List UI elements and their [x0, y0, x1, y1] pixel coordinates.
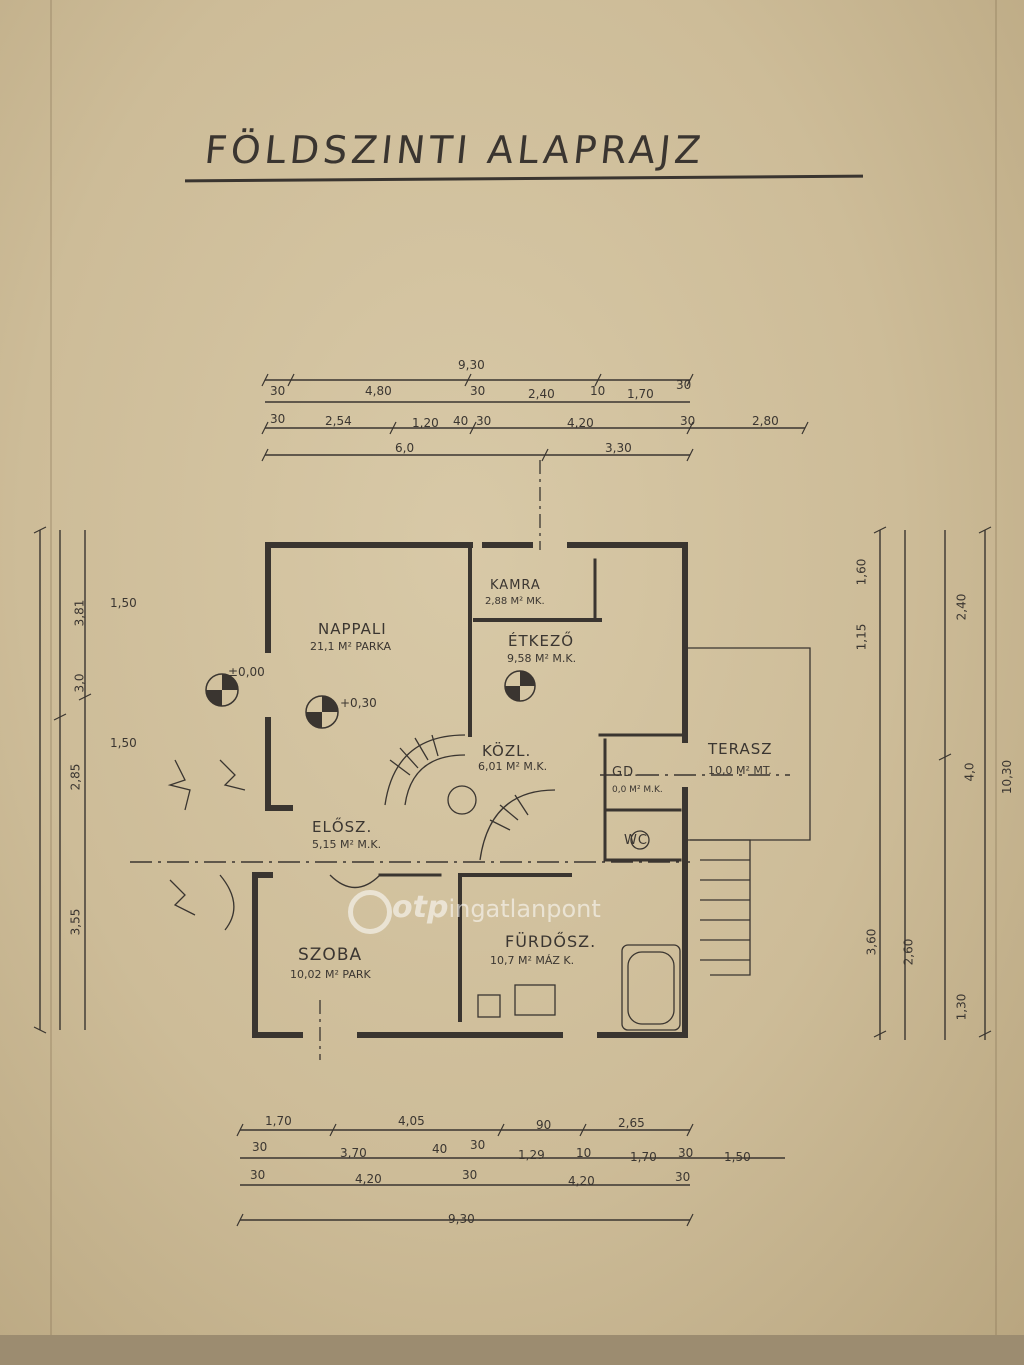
dim-label: 30 — [470, 1138, 486, 1152]
room-name-entry: ELŐSZ. — [312, 818, 373, 836]
dim-label: 1,60 — [854, 558, 869, 586]
dim-label: 1,29 — [518, 1148, 545, 1162]
room-area-pantry: 2,88 M² MK. — [485, 596, 545, 607]
room-name-pantry: KAMRA — [490, 578, 541, 593]
dim-label: 3,0 — [72, 673, 87, 693]
level-label-left: ±0,00 — [228, 665, 265, 679]
room-area-storage: 0,0 M² M.K. — [612, 785, 663, 795]
dim-label: 30 — [470, 384, 486, 398]
paper-fold-line — [50, 0, 52, 1365]
room-area-bedroom: 10,02 M² PARK — [290, 968, 371, 981]
dim-label: 4,0 — [962, 762, 977, 782]
dim-label: 1,15 — [854, 623, 869, 651]
dim-label: 3,55 — [68, 908, 83, 936]
dim-top-overall: 9,30 — [458, 358, 485, 372]
dim-label: 2,60 — [901, 938, 916, 966]
room-area-terrace: 10,0 M² MT. — [708, 764, 772, 777]
room-name-dining: ÉTKEZŐ — [508, 632, 575, 650]
otp-logo-icon — [348, 890, 392, 934]
dim-label: 4,20 — [567, 416, 594, 430]
dim-label: 30 — [462, 1168, 478, 1182]
dim-label: 4,05 — [398, 1114, 425, 1128]
room-area-bathroom: 10,7 M² MÁZ K. — [490, 954, 575, 967]
dim-label: 1,70 — [630, 1150, 657, 1164]
dim-label: 30 — [270, 384, 286, 398]
dim-bottom-overall: 9,30 — [448, 1212, 475, 1226]
room-name-wc: WC — [624, 833, 648, 848]
dim-label: 30 — [476, 414, 492, 428]
dim-label: 40 — [432, 1142, 448, 1156]
dim-label: 2,40 — [954, 593, 969, 621]
dim-label: 3,30 — [605, 441, 632, 455]
dim-label: 30 — [675, 1170, 691, 1184]
level-marker-right — [305, 695, 339, 729]
dim-label: 3,70 — [340, 1146, 367, 1160]
room-area-hall: 6,01 M² M.K. — [478, 760, 548, 773]
dim-label: 2,40 — [528, 387, 555, 401]
dim-label: 4,20 — [568, 1174, 595, 1188]
dim-label: 2,80 — [752, 414, 779, 428]
dim-label: 30 — [678, 1146, 694, 1160]
dim-label: 30 — [250, 1168, 266, 1182]
room-area-living: 21,1 M² PARKA — [310, 640, 392, 653]
dim-label: 30 — [676, 378, 692, 392]
room-area-entry: 5,15 M² M.K. — [312, 838, 382, 851]
room-name-bedroom: SZOBA — [298, 945, 363, 965]
watermark-brand: otp — [392, 890, 449, 925]
dim-label: 2,54 — [325, 414, 352, 428]
watermark-text: ingatlanpont — [448, 895, 601, 923]
room-name-storage: GD. — [612, 765, 640, 780]
level-marker-left — [205, 673, 239, 707]
dim-label: 1,50 — [110, 596, 137, 610]
dim-label: 3,60 — [864, 928, 879, 956]
room-name-terrace: TERASZ — [708, 740, 773, 758]
dim-label: 1,50 — [110, 736, 137, 750]
dim-label: 30 — [270, 412, 286, 426]
dim-label: 1,70 — [627, 387, 654, 401]
watermark: otpingatlanpont — [392, 890, 601, 925]
dim-label: 40 — [453, 414, 469, 428]
dim-label: 90 — [536, 1118, 552, 1132]
paper-fold-line — [995, 0, 997, 1365]
dim-label: 1,50 — [724, 1150, 751, 1164]
dim-label: 6,0 — [395, 441, 415, 455]
dim-label: 2,65 — [618, 1116, 645, 1130]
dim-label: 10,30 — [1000, 759, 1015, 795]
dim-label: 3,81 — [72, 599, 87, 627]
room-area-dining: 9,58 M² M.K. — [507, 652, 577, 665]
level-marker-dining — [504, 670, 536, 702]
dim-label: 10 — [576, 1146, 592, 1160]
dim-label: 1,20 — [412, 416, 439, 430]
dim-label: 1,30 — [954, 993, 969, 1021]
dim-label: 1,70 — [265, 1114, 292, 1128]
room-name-living: NAPPALI — [318, 620, 387, 638]
dim-label: 2,85 — [68, 763, 83, 791]
paper-edge — [0, 1335, 1024, 1365]
dim-label: 4,80 — [365, 384, 392, 398]
room-name-hall: KÖZL. — [482, 742, 532, 760]
dim-label: 30 — [252, 1140, 268, 1154]
level-label-right: +0,30 — [340, 696, 377, 710]
dim-label: 30 — [680, 414, 696, 428]
room-name-bathroom: FÜRDŐSZ. — [505, 932, 597, 951]
dim-label: 10 — [590, 384, 606, 398]
dim-label: 4,20 — [355, 1172, 382, 1186]
